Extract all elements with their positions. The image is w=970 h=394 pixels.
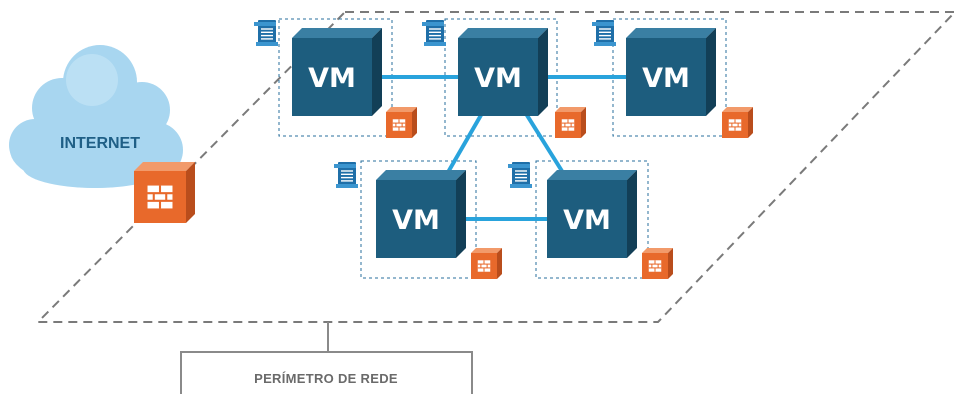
policy-document-icon — [422, 20, 446, 46]
firewall-icon — [722, 107, 753, 138]
vm-node: VM — [508, 162, 673, 279]
vm-cube — [292, 28, 382, 116]
policy-document-icon — [254, 20, 278, 46]
vm-nodes: VM VM VM VM VM — [254, 20, 753, 279]
vm-cube — [547, 170, 637, 258]
firewall-icon — [471, 248, 502, 279]
internet-cloud: INTERNET — [9, 45, 183, 188]
vm-cube — [626, 28, 716, 116]
firewall-icon — [134, 162, 195, 223]
firewall-icon — [555, 107, 586, 138]
vm-node: VM — [422, 20, 586, 138]
vm-cube — [458, 28, 548, 116]
policy-document-icon — [334, 162, 358, 188]
vm-label: VM — [308, 63, 356, 94]
vm-group-box — [278, 18, 393, 137]
firewall-icon — [386, 107, 417, 138]
perimeter-label: PERÍMETRO DE REDE — [254, 371, 398, 386]
vm-group-box — [360, 160, 477, 279]
vm-label: VM — [392, 205, 440, 236]
vm-node: VM — [334, 162, 502, 279]
internet-firewall — [134, 162, 195, 223]
vm-node: VM — [254, 20, 417, 138]
policy-document-icon — [508, 162, 532, 188]
vm-label: VM — [642, 63, 690, 94]
firewall-icon — [642, 248, 673, 279]
vm-label: VM — [474, 63, 522, 94]
vm-label: VM — [563, 205, 611, 236]
vm-group-box — [535, 160, 649, 279]
internet-label: INTERNET — [60, 135, 140, 152]
vm-group-box — [612, 18, 727, 137]
vm-cube — [376, 170, 466, 258]
perimeter-label-group: PERÍMETRO DE REDE — [180, 322, 473, 394]
policy-document-icon — [592, 20, 616, 46]
vm-node: VM — [592, 20, 753, 138]
